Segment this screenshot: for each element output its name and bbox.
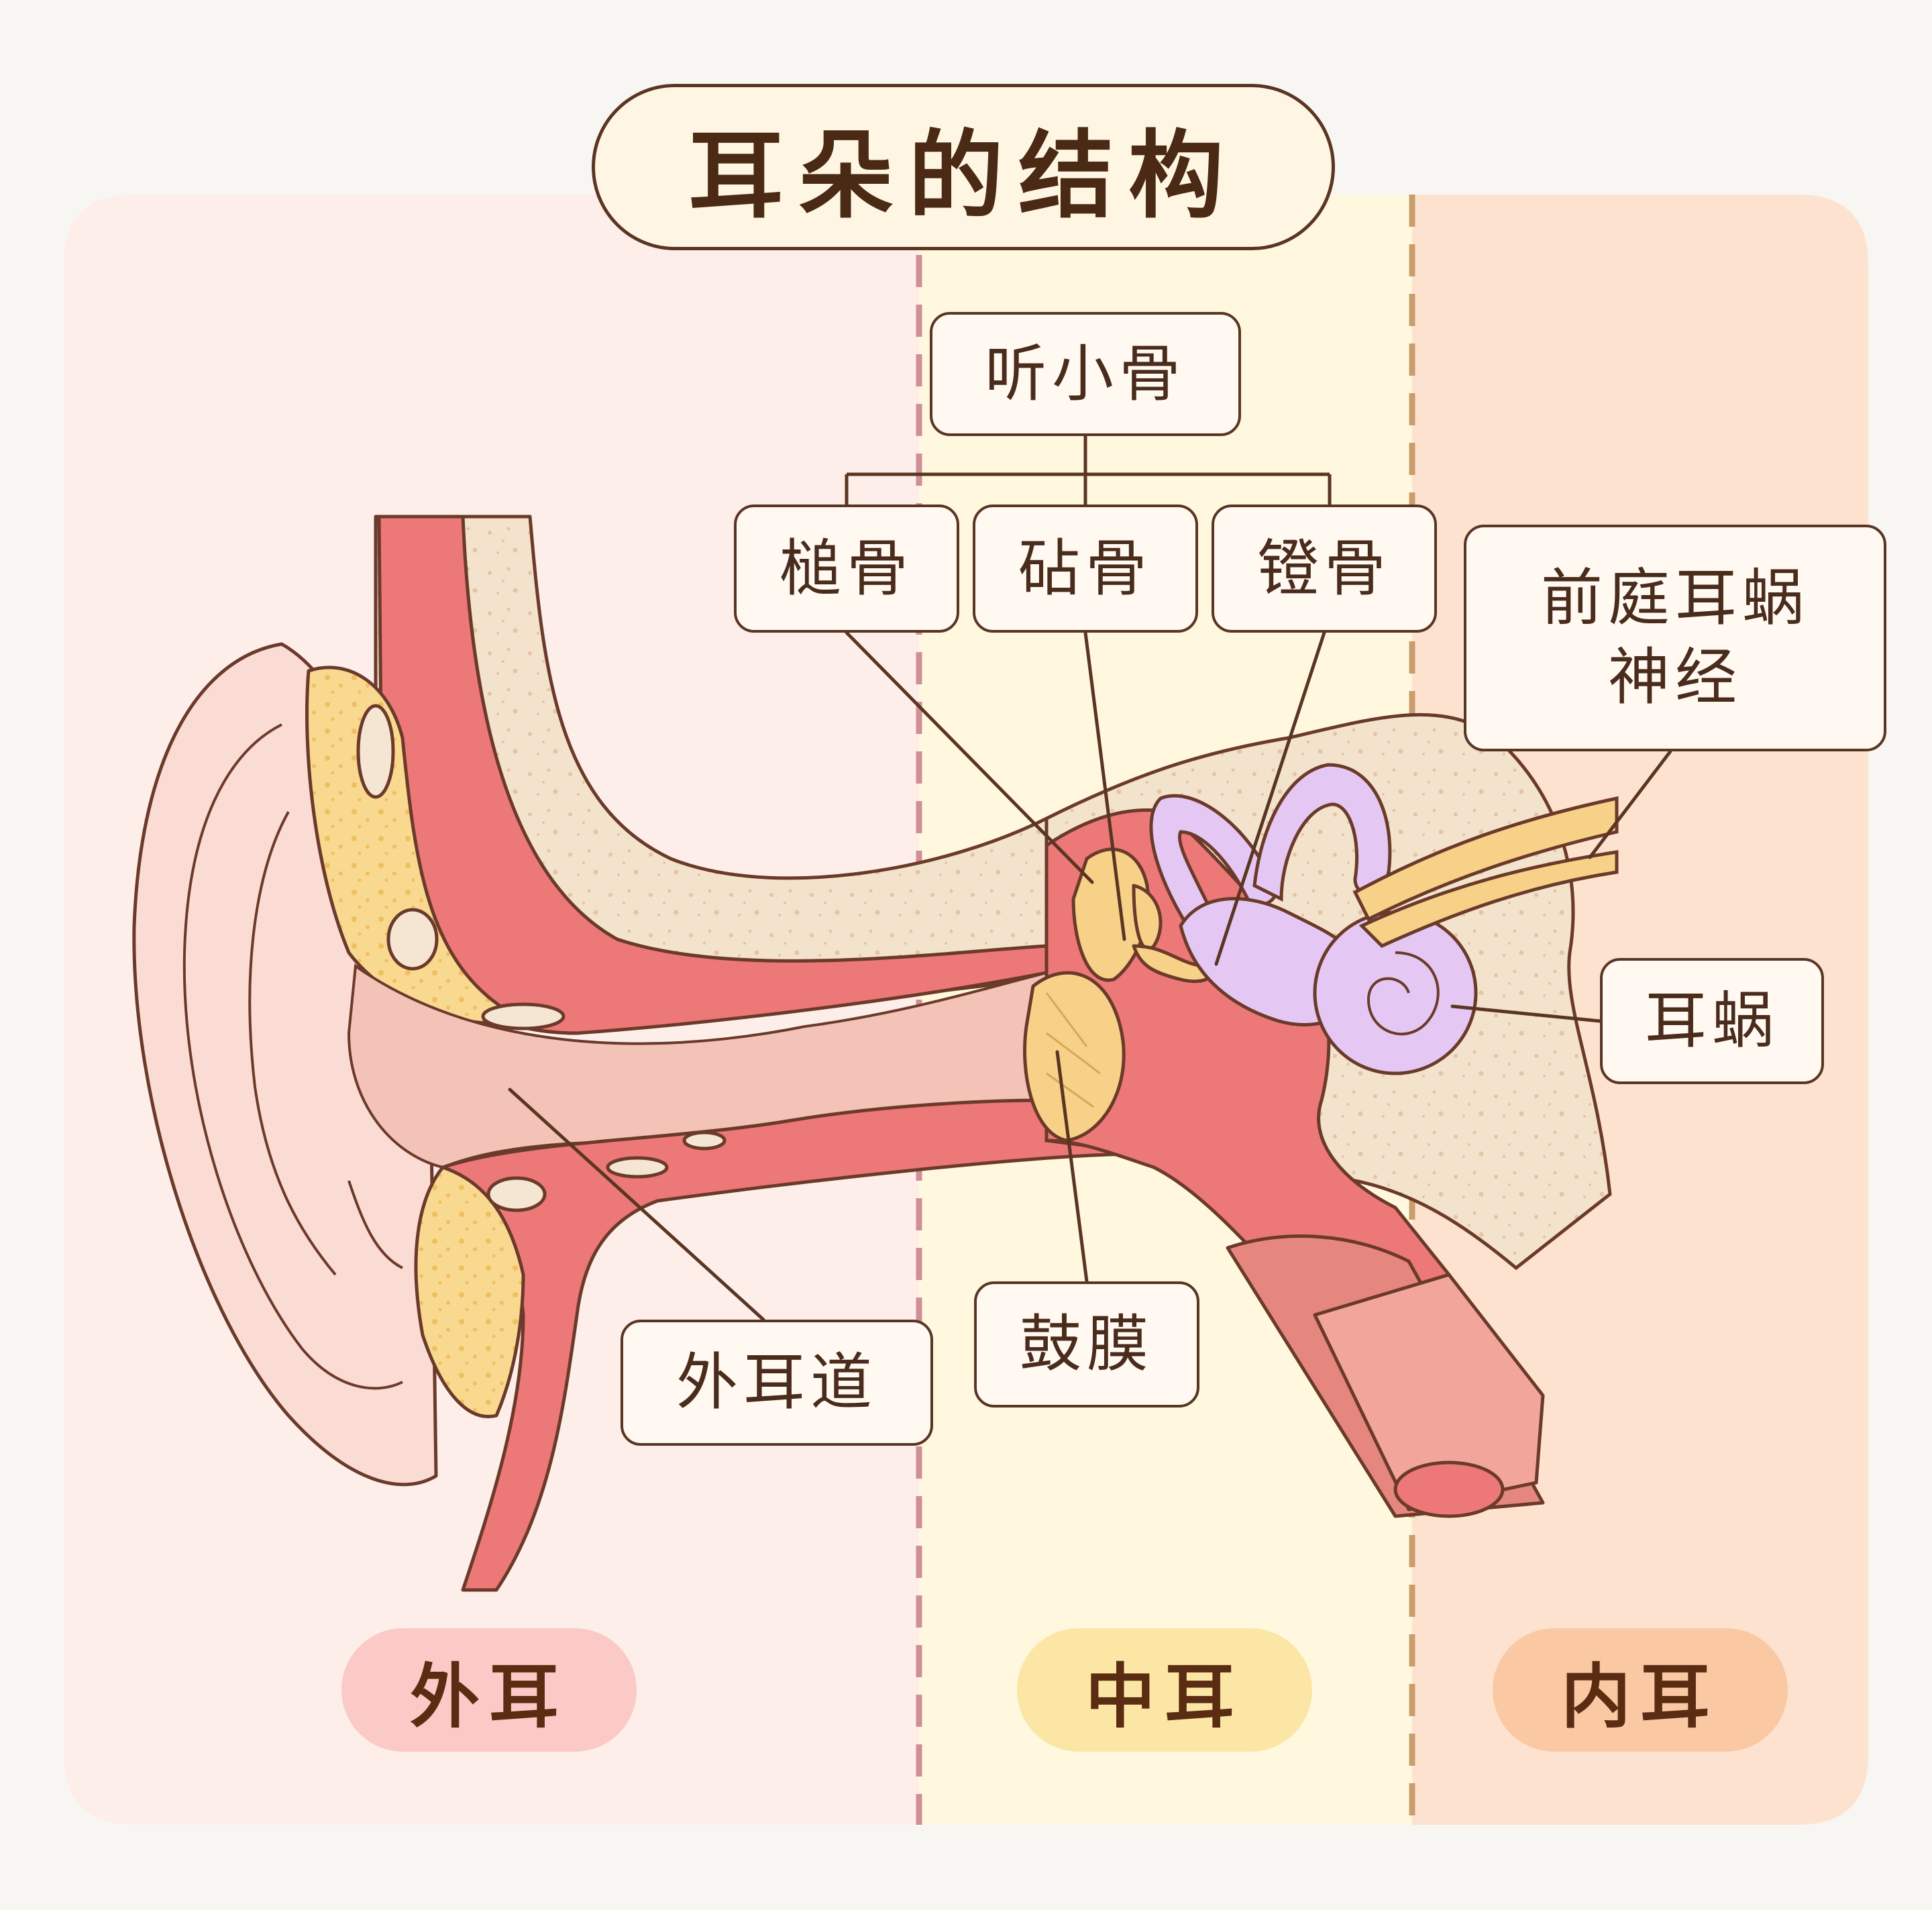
- inner-ear-organs: [1149, 763, 1478, 1075]
- incus-label: 砧骨: [973, 505, 1198, 633]
- stapes-label: 镫骨: [1212, 505, 1437, 633]
- malleus-leader: [845, 631, 1094, 884]
- nerve-leader: [1588, 749, 1672, 859]
- cochlea-label: 耳蜗: [1600, 958, 1824, 1084]
- eardrum-leader: [1055, 1050, 1089, 1283]
- inner-ear-pill: 内耳: [1493, 1628, 1788, 1752]
- ossicles-tree: [845, 436, 1332, 505]
- lower-tissue: [414, 1098, 1142, 1592]
- vestibulocochlear-nerve-label: 前庭耳蜗 神经: [1464, 525, 1886, 751]
- leader-lines: [508, 631, 1672, 1322]
- ossicles-label: 听小骨: [930, 312, 1241, 436]
- eardrum-label: 鼓膜: [974, 1281, 1199, 1408]
- upper-tissue: [305, 515, 1142, 1035]
- eustachian-tube: [1226, 1234, 1545, 1518]
- middle-ear-pill: 中耳: [1017, 1628, 1312, 1752]
- page-title: 耳朵的结构: [592, 84, 1335, 250]
- malleus-label: 槌骨: [734, 505, 959, 633]
- outer-ear-pill: 外耳: [341, 1628, 637, 1752]
- eardrum-shape: [1023, 971, 1126, 1143]
- incus-leader: [1083, 631, 1126, 941]
- ear-canal-label: 外耳道: [621, 1320, 933, 1446]
- stapes-leader: [1214, 631, 1326, 966]
- ear-canal-leader: [508, 1087, 765, 1322]
- cochlea-leader: [1450, 1004, 1602, 1023]
- nerve-bundle: [1352, 796, 1619, 948]
